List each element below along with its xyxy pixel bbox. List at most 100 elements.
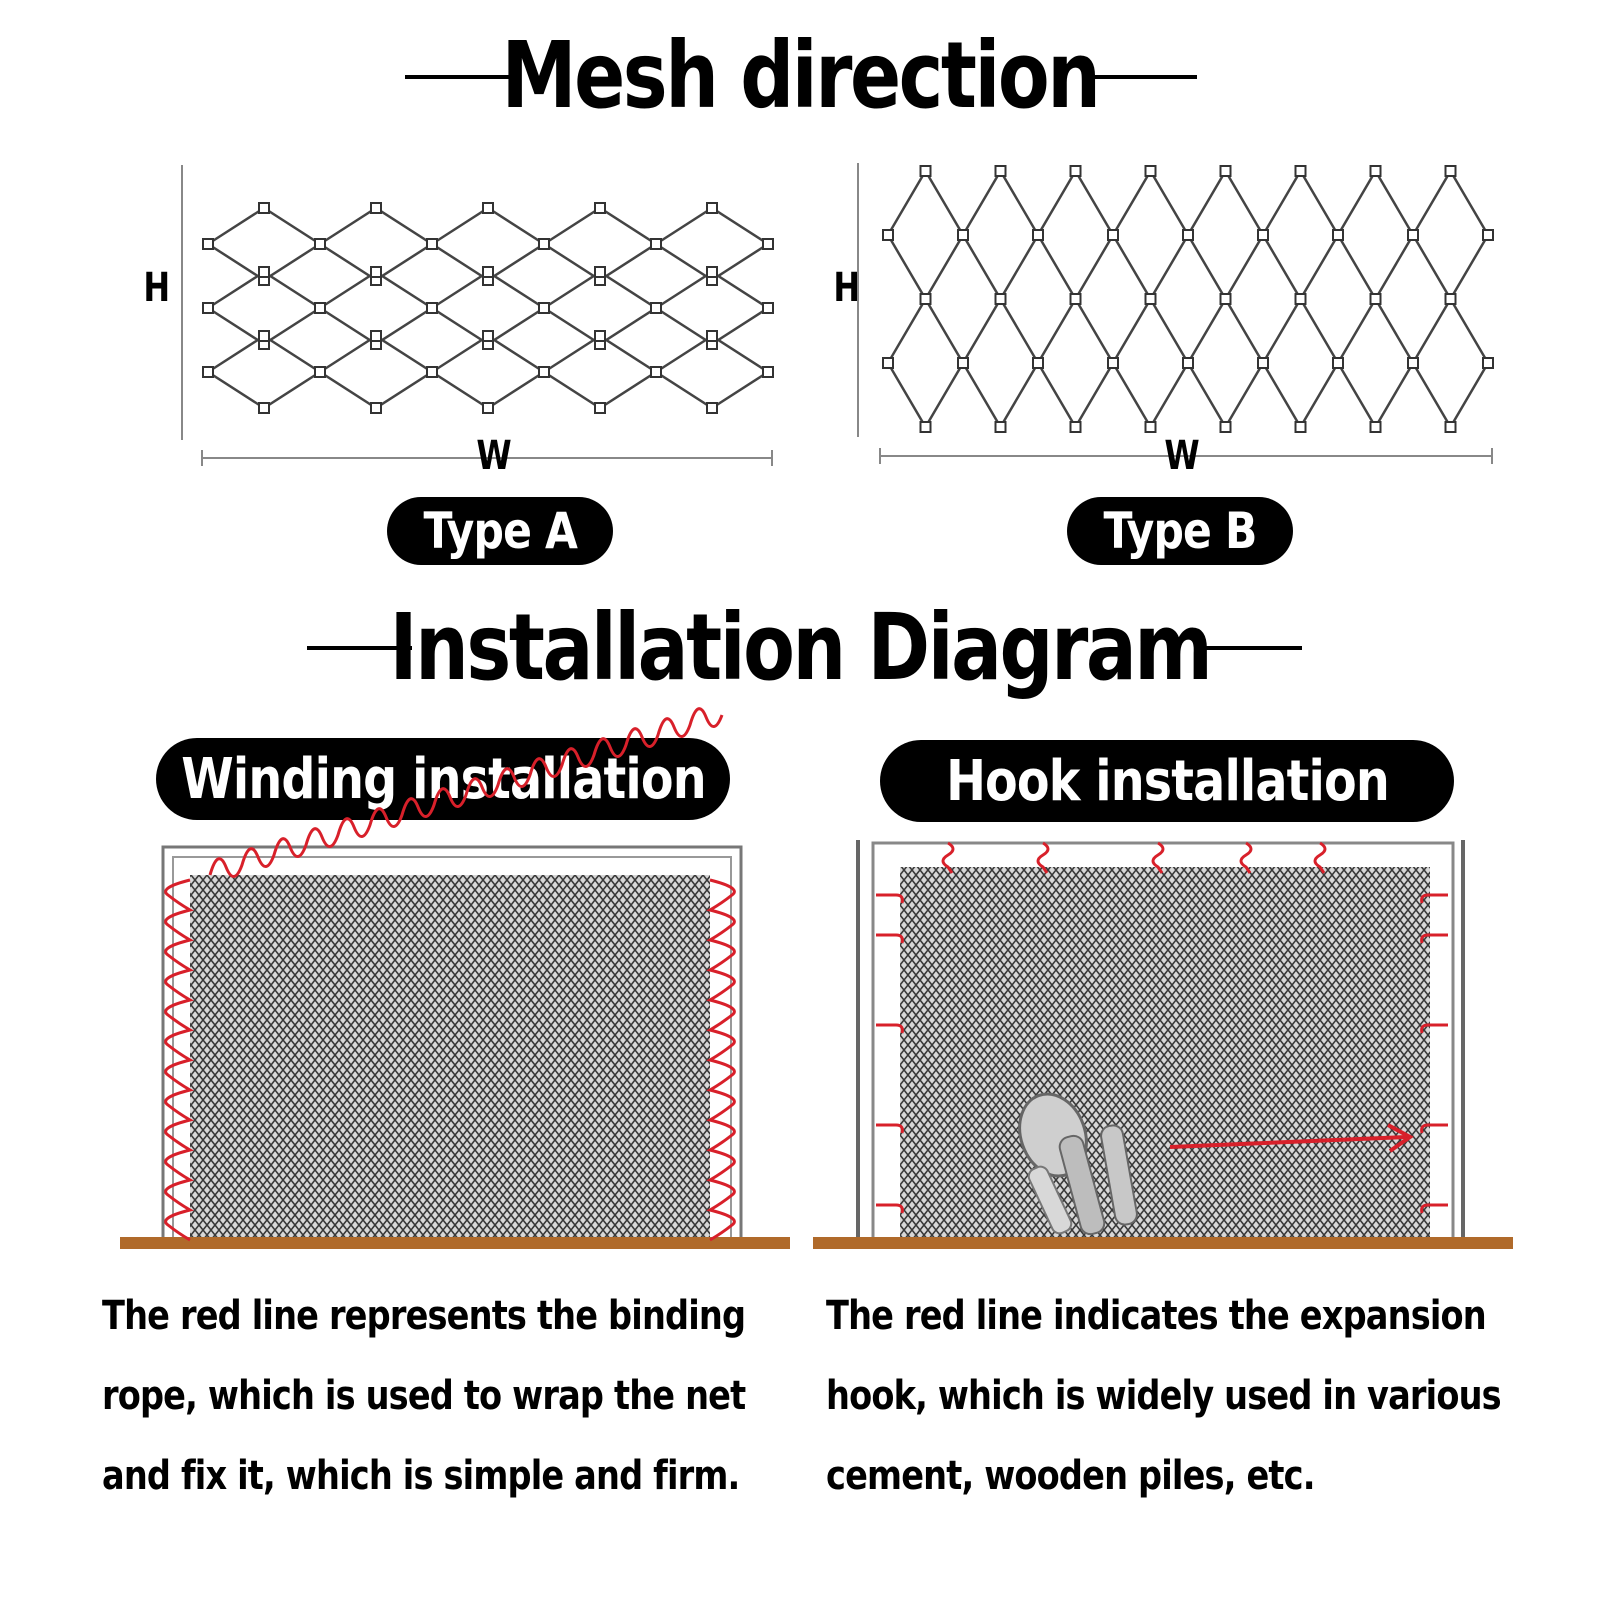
winding-installation-badge: Winding installation: [156, 738, 730, 820]
pointer-arrow-line: [1169, 1135, 1407, 1149]
mesh-node: [538, 302, 550, 314]
expansion-hook-top: [1036, 841, 1050, 874]
mesh-cell: [961, 296, 1040, 430]
mesh-node: [594, 330, 606, 342]
hook-caption: The red line indicates the expansion hoo…: [826, 1276, 1502, 1516]
mesh-node: [1219, 165, 1232, 177]
mesh-node: [202, 366, 214, 378]
mesh-node: [538, 366, 550, 378]
mesh-node: [202, 302, 214, 314]
mesh-node: [957, 357, 969, 369]
mesh-node: [314, 366, 326, 378]
mesh-node: [650, 302, 662, 314]
type-a-badge: Type A: [387, 497, 613, 565]
heading-rule-left: [405, 75, 510, 79]
mesh-node: [1482, 229, 1494, 241]
expansion-hook-left: [876, 933, 904, 944]
mesh-node: [882, 229, 894, 241]
mesh-node: [1369, 165, 1382, 177]
type-b-height-label: H: [833, 265, 861, 311]
mesh-node: [882, 357, 894, 369]
winding-installation-illustration: [120, 707, 790, 1249]
expansion-hook-top: [1239, 841, 1253, 874]
mesh-node: [538, 238, 550, 250]
expansion-hook-top: [1313, 841, 1327, 874]
install-rule-left: [307, 646, 412, 650]
mesh-cell: [1186, 168, 1265, 302]
mesh-node: [1219, 293, 1232, 305]
expansion-hook-top: [941, 841, 955, 874]
mesh-node: [482, 402, 494, 414]
mesh-node: [1407, 229, 1419, 241]
mesh-node: [1069, 293, 1082, 305]
mesh-node: [650, 238, 662, 250]
mesh-node: [1219, 421, 1232, 433]
mesh-node: [594, 402, 606, 414]
mesh-node: [1032, 229, 1044, 241]
mesh-node: [482, 202, 494, 214]
hook-caption-line-2: hook, which is widely used in various: [826, 1373, 1502, 1419]
mesh-node: [1069, 421, 1082, 433]
type-b-mesh-lines: [886, 168, 1490, 430]
mesh-node: [1332, 357, 1344, 369]
mesh-node: [1032, 357, 1044, 369]
heading-rule-right: [1092, 75, 1197, 79]
mesh-node: [314, 302, 326, 314]
install-rule-right: [1197, 646, 1302, 650]
mesh-cell: [1111, 296, 1190, 430]
mesh-node: [1107, 357, 1119, 369]
mesh-cell: [1186, 296, 1265, 430]
mesh-node: [1144, 421, 1157, 433]
mesh-node: [706, 330, 718, 342]
mesh-cell: [1336, 168, 1415, 302]
mesh-node: [258, 202, 270, 214]
mesh-cell: [886, 168, 965, 302]
type-a-width-label: W: [476, 433, 512, 479]
mesh-node: [919, 293, 932, 305]
hook-shank: [1100, 1124, 1138, 1226]
mesh-panel: [190, 875, 710, 1237]
mesh-cell: [1036, 296, 1115, 430]
mesh-node: [762, 366, 774, 378]
mesh-node: [1444, 421, 1457, 433]
type-b-width-label: W: [1164, 433, 1200, 479]
mesh-node: [1444, 293, 1457, 305]
mesh-node: [1257, 357, 1269, 369]
mesh-node: [482, 266, 494, 278]
mesh-node: [762, 238, 774, 250]
expansion-hook-left: [876, 1203, 904, 1214]
installation-diagram-title: Installation Diagram: [389, 594, 1213, 701]
mesh-node: [1369, 421, 1382, 433]
mesh-node: [762, 302, 774, 314]
mesh-node: [426, 366, 438, 378]
mesh-node: [1144, 293, 1157, 305]
mesh-node: [1257, 229, 1269, 241]
mesh-node: [258, 266, 270, 278]
mesh-node: [650, 366, 662, 378]
mesh-node: [426, 238, 438, 250]
mesh-cell: [1261, 296, 1340, 430]
expansion-hook-right: [1420, 1023, 1448, 1034]
hook-shank: [1027, 1165, 1073, 1235]
mesh-node: [994, 421, 1007, 433]
mesh-node: [1482, 357, 1494, 369]
ground: [120, 1237, 790, 1249]
mesh-node: [1294, 293, 1307, 305]
mesh-cell: [961, 168, 1040, 302]
mesh-node: [1182, 229, 1194, 241]
mesh-node: [370, 266, 382, 278]
mesh-node: [370, 402, 382, 414]
hook-caption-line-3: cement, wooden piles, etc.: [826, 1453, 1315, 1499]
expansion-hook-top: [1151, 841, 1165, 874]
expansion-hook-hardware: [1018, 1092, 1138, 1236]
binding-rope-top: [208, 707, 724, 878]
mesh-cell: [886, 296, 965, 430]
mesh-node: [994, 165, 1007, 177]
mesh-node: [1069, 165, 1082, 177]
mesh-node: [1182, 357, 1194, 369]
mesh-node: [1294, 421, 1307, 433]
type-a-mesh-diagram: [181, 165, 774, 466]
binding-rope-right: [706, 878, 736, 1242]
ground: [813, 1237, 1513, 1249]
mesh-node: [370, 330, 382, 342]
